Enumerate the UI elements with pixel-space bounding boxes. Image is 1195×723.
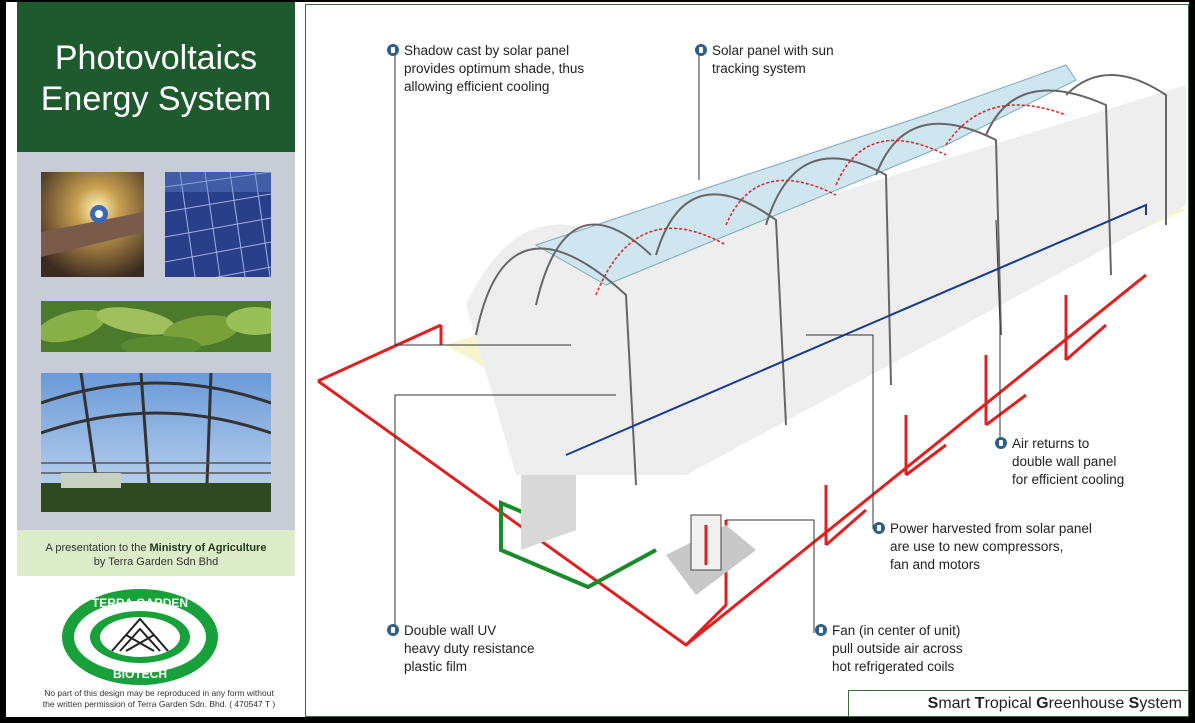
solar-panel-photo (165, 172, 271, 277)
callout-bullet-icon (387, 624, 399, 636)
title-line-1: Photovoltaics (54, 39, 258, 77)
red-arch-lines (595, 104, 1067, 296)
callout-solar-panel: Solar panel with sun tracking system (695, 42, 834, 78)
sidebar: Photovoltaics Energy System (10, 2, 297, 715)
footer-title: Smart Tropical Greenhouse System (848, 690, 1188, 716)
copyright-notice: No part of this design may be reproduced… (14, 688, 304, 710)
solar-panel-strip (534, 64, 1077, 286)
caption-company: by Terra Garden Sdn Bhd (93, 556, 219, 568)
logo-bottom-text: BIOTECH (113, 667, 167, 681)
title-line-2: Energy System (40, 80, 272, 118)
greenhouse-body (466, 85, 1186, 475)
red-base-frame (317, 273, 1147, 647)
presentation-caption: A presentation to the Ministry of Agricu… (17, 530, 295, 576)
logo-top-text: TERRA GARDEN (92, 596, 188, 610)
greenhouse-arches (475, 74, 1167, 486)
callout-power-harvest: Power harvested from solar panel are use… (873, 520, 1092, 574)
callout-air-returns: Air returns to double wall panel for eff… (995, 435, 1124, 489)
caption-ministry: Ministry of Agriculture (149, 542, 267, 554)
copyright-line-1: No part of this design may be reproduced… (44, 688, 274, 698)
callout-double-wall: Double wall UV heavy duty resistance pla… (387, 622, 535, 676)
copyright-line-2: the written permission of Terra Garden S… (42, 699, 276, 709)
caption-prefix: A presentation to the (45, 542, 150, 554)
callout-shadow: Shadow cast by solar panel provides opti… (387, 42, 584, 96)
green-pipe (499, 499, 657, 590)
leader-lines (394, 51, 1001, 633)
title-box: Photovoltaics Energy System (17, 2, 295, 152)
photo-panel (17, 152, 295, 530)
blue-duct (565, 203, 1147, 456)
callout-fan: Fan (in center of unit) pull outside air… (815, 622, 963, 676)
callout-bullet-icon (873, 522, 885, 534)
greenhouse-diagram: Shadow cast by solar panel provides opti… (305, 4, 1189, 717)
solar-tracker-photo (41, 172, 144, 277)
callout-bullet-icon (995, 437, 1007, 449)
greenhouse-interior-photo (41, 373, 271, 512)
terra-garden-logo: TERRA GARDEN BIOTECH (60, 587, 220, 687)
callout-bullet-icon (695, 44, 707, 56)
callout-bullet-icon (815, 624, 827, 636)
callout-bullet-icon (387, 44, 399, 56)
greenhouse-illustration (317, 51, 1186, 647)
leaves-photo (41, 301, 271, 352)
